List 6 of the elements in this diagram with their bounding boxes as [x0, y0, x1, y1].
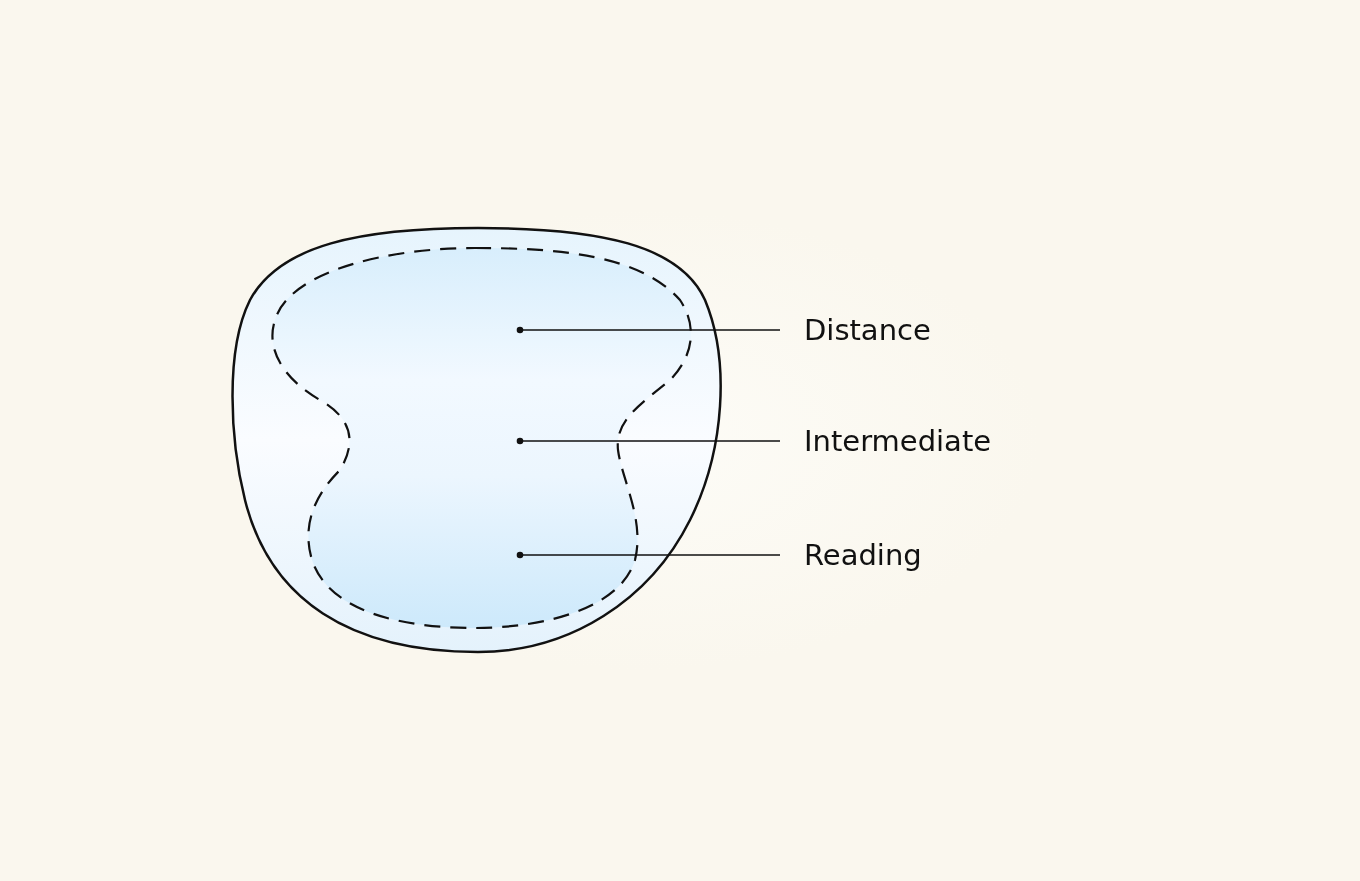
leader-line [516, 437, 781, 445]
leader-line [516, 326, 781, 334]
zone-label: Distance [804, 313, 931, 347]
zone-label: Reading [804, 538, 922, 572]
zone-label: Intermediate [804, 424, 992, 458]
leader-line [516, 551, 781, 559]
